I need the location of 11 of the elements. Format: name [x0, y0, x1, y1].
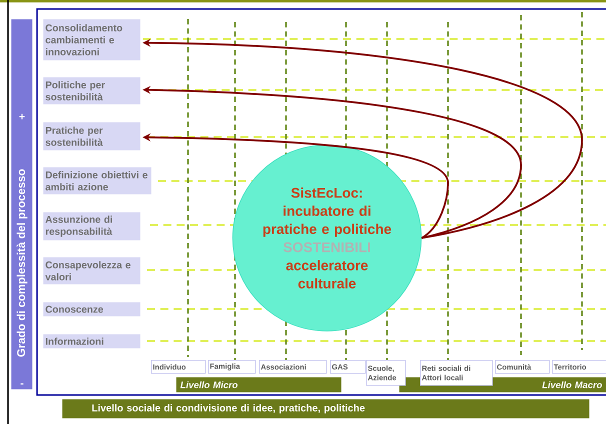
- row-label: Consapevolezza e valori: [43, 257, 140, 284]
- row-label: Informazioni: [43, 334, 140, 348]
- row-label: Assunzione di responsabilità: [43, 212, 140, 240]
- row-label: Definizione obiettivi e ambiti azione: [43, 167, 152, 194]
- row-label: Conoscenze: [43, 302, 140, 316]
- row-label: Pratiche per sostenibilità: [43, 122, 140, 150]
- row-label: Consolidamento cambiamenti e innovazioni: [43, 19, 140, 60]
- level-bar: Livello Micro: [176, 377, 342, 392]
- axis-bar: + Grado di complessità del processo -: [11, 19, 32, 390]
- row-label: Politiche per sostenibilità: [43, 77, 140, 104]
- level-bar: Livello sociale di condivisione di idee, pratiche, politiche: [62, 399, 590, 418]
